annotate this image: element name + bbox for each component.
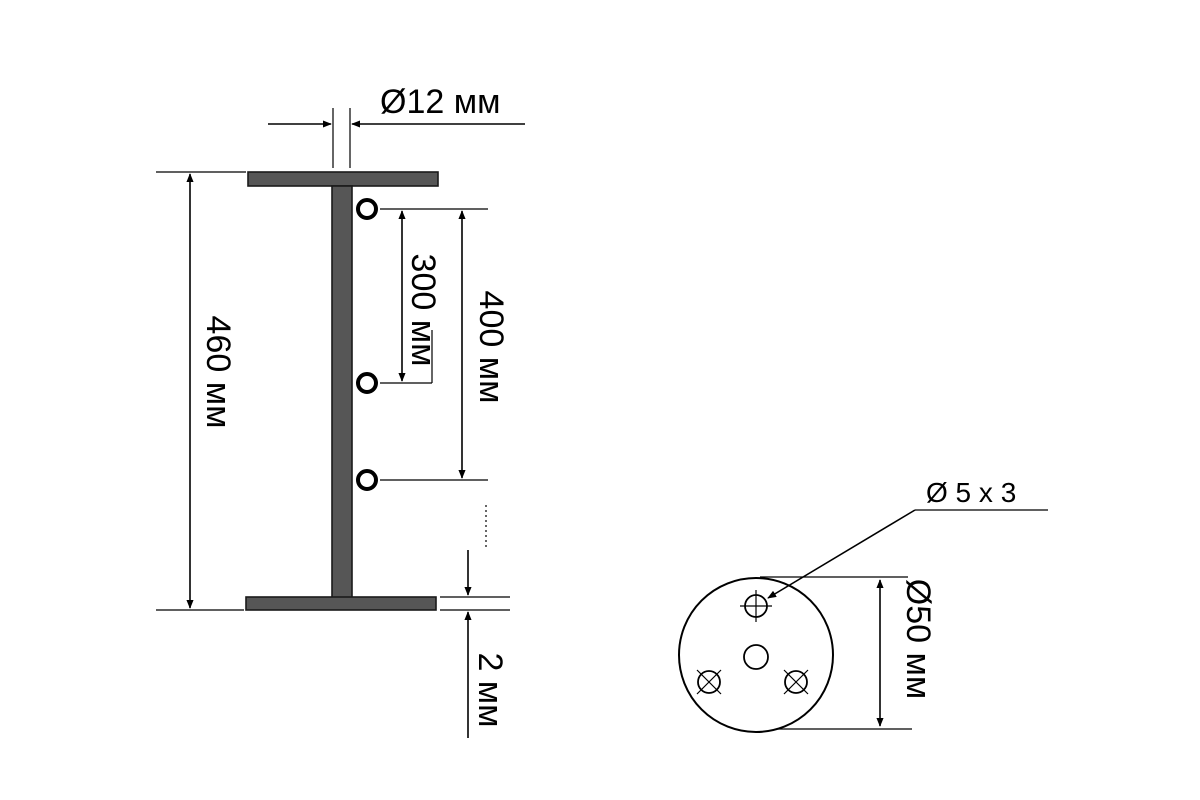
hook-ring-bottom — [356, 469, 378, 491]
base-diameter-label: Ø50 мм — [899, 579, 937, 699]
screw-holes-leader: Ø 5 x 3 — [767, 477, 1048, 599]
overall-height-label: 460 мм — [199, 316, 237, 429]
rod-diameter-label: Ø12 мм — [380, 83, 500, 121]
top-plate — [247, 171, 439, 187]
screw-hole-right — [783, 669, 809, 695]
hook-spacing-400-label: 400 мм — [472, 291, 510, 404]
plate-thickness-label: 2 мм — [471, 652, 509, 727]
hook-ring-top — [356, 198, 378, 220]
hook-ring-middle — [356, 372, 378, 394]
overall-height-dimension: 460 мм — [156, 171, 246, 611]
screw-holes-label: Ø 5 x 3 — [926, 477, 1016, 508]
hook-spacing-300-dimension: 300 мм — [380, 208, 488, 384]
vertical-rod — [331, 185, 353, 599]
plate-thickness-dimension: 2 мм — [440, 505, 510, 738]
base-diameter-dimension: Ø50 мм — [760, 576, 937, 730]
base-plan-view — [678, 577, 834, 733]
stand-side-view — [245, 171, 439, 611]
hook-spacing-300-label: 300 мм — [404, 254, 442, 367]
base-plate — [245, 596, 437, 611]
hook-spacing-400-dimension: 400 мм — [380, 210, 510, 481]
center-rod-hole — [743, 644, 769, 670]
screw-hole-left — [696, 669, 722, 695]
screw-hole-top — [740, 590, 772, 622]
rod-diameter-dimension: Ø12 мм — [268, 83, 525, 168]
